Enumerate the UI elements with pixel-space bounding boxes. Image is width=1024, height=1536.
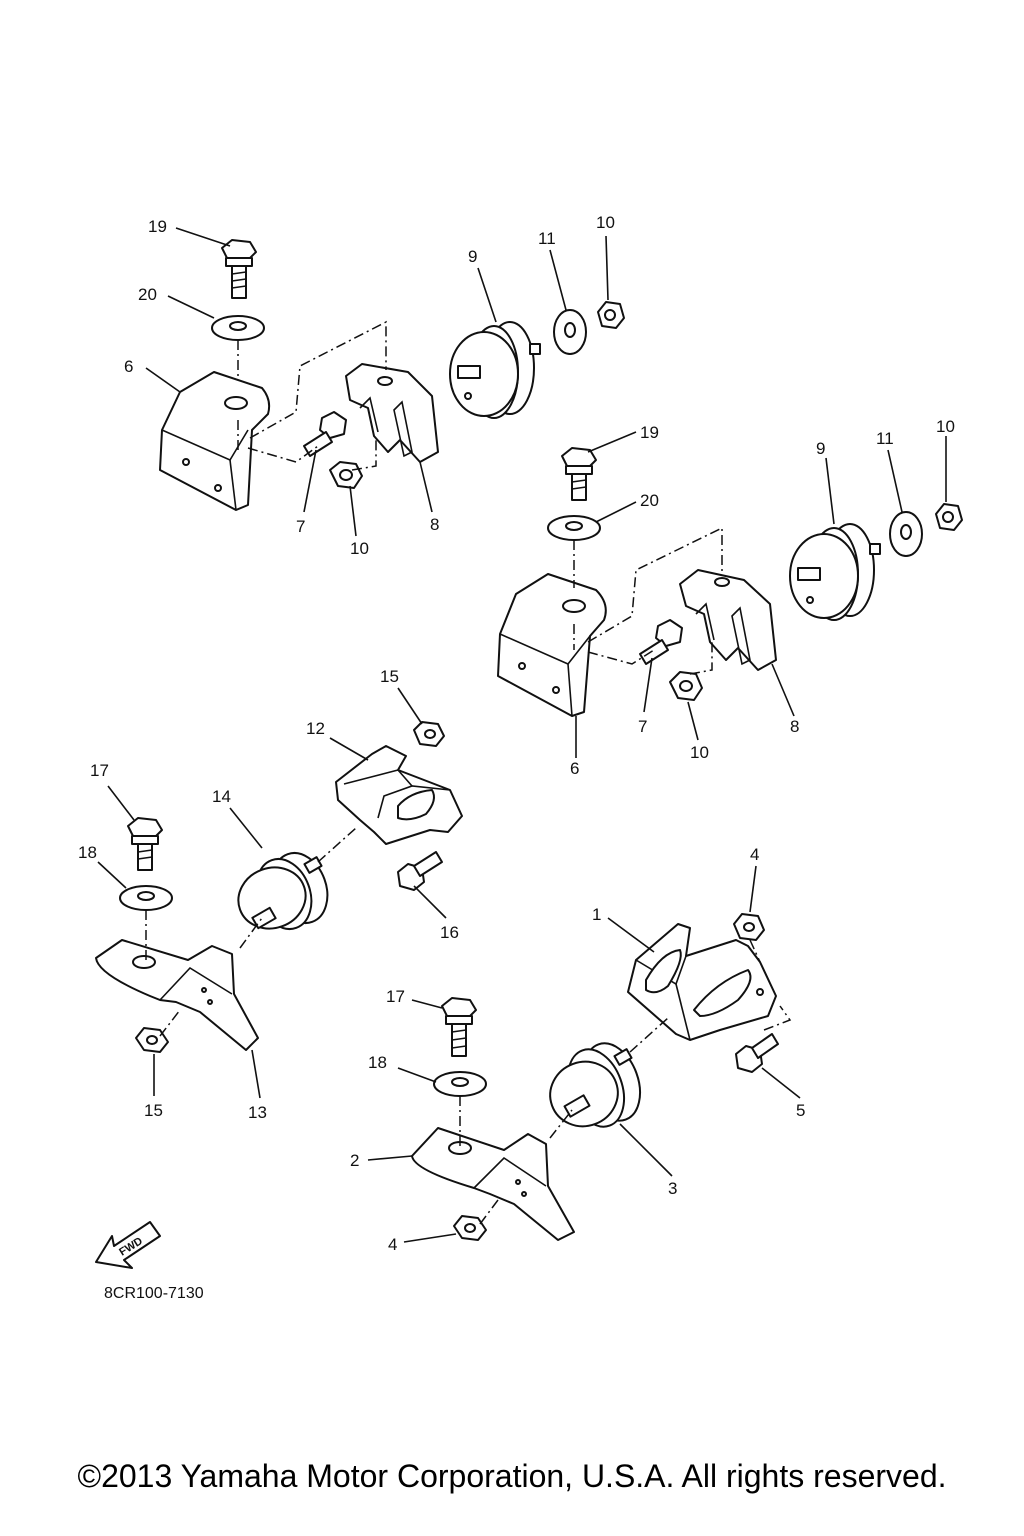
callout-18-left: 18 — [78, 843, 97, 862]
callout-19-upper-left: 19 — [148, 217, 167, 236]
nut-10-upper-left-lower — [329, 461, 363, 489]
callout-12: 12 — [306, 719, 325, 738]
callout-11-upper-right: 11 — [876, 429, 894, 448]
callout-15-lower: 15 — [144, 1101, 163, 1120]
bolt-17-left — [127, 817, 163, 871]
bracket-6-upper-left — [159, 371, 271, 511]
callout-17-right: 17 — [386, 987, 405, 1006]
callout-15-upper: 15 — [380, 667, 399, 686]
assembly-lower-left — [95, 721, 463, 1053]
rubber-mount-3 — [549, 1042, 642, 1128]
washer-18-right — [433, 1071, 487, 1097]
bracket-2 — [411, 1127, 575, 1241]
assembly-upper-right — [497, 447, 963, 717]
assembly-upper-left — [159, 239, 625, 511]
callout-18-right: 18 — [368, 1053, 387, 1072]
callout-6-upper-right: 6 — [570, 759, 579, 778]
callout-4-lower: 4 — [388, 1235, 397, 1254]
callout-6-upper-left: 6 — [124, 357, 133, 376]
callout-2: 2 — [350, 1151, 359, 1170]
bolt-7-upper-right — [639, 619, 683, 665]
callout-9-upper-left: 9 — [468, 247, 477, 266]
callout-9-upper-right: 9 — [816, 439, 825, 458]
nut-4-lower — [453, 1215, 487, 1241]
nut-10-upper-right-lower — [669, 671, 703, 701]
callout-16: 16 — [440, 923, 459, 942]
callout-20-upper-left: 20 — [138, 285, 157, 304]
washer-20-upper-left — [211, 315, 265, 341]
bolt-19-upper-right — [561, 447, 597, 501]
washer-18-left — [119, 885, 173, 911]
nut-4-upper — [733, 913, 765, 941]
callout-4-upper: 4 — [750, 845, 759, 864]
washer-11-upper-left — [553, 309, 587, 355]
rubber-mount-14 — [237, 852, 329, 930]
bracket-8-upper-right — [679, 569, 777, 671]
bracket-8-upper-left — [345, 363, 439, 463]
callout-19-upper-right: 19 — [640, 423, 659, 442]
bracket-13 — [95, 939, 259, 1051]
callout-8-upper-left: 8 — [430, 515, 439, 534]
nut-10-upper-left-upper — [597, 301, 625, 329]
callout-1: 1 — [592, 905, 601, 924]
callout-10-upper-right-lower: 10 — [690, 743, 709, 762]
assembly-lower-right — [411, 913, 792, 1241]
callout-10-upper-right-upper: 10 — [936, 417, 955, 436]
callout-5: 5 — [796, 1101, 805, 1120]
rubber-mount-9-upper-right — [789, 523, 881, 621]
callout-14: 14 — [212, 787, 231, 806]
callout-10-upper-left-lower: 10 — [350, 539, 369, 558]
fwd-arrow-icon: FWD — [95, 1221, 161, 1269]
nut-15-lower — [135, 1027, 169, 1053]
washer-20-upper-right — [547, 515, 601, 541]
callout-13: 13 — [248, 1103, 267, 1122]
callout-7-upper-left: 7 — [296, 517, 305, 536]
callout-labels: 19 20 6 7 10 8 9 11 10 19 20 9 11 10 7 1… — [78, 213, 955, 1254]
bolt-17-right — [441, 997, 477, 1057]
bolt-7-upper-left — [303, 411, 347, 457]
callout-8-upper-right: 8 — [790, 717, 799, 736]
rubber-mount-9-upper-left — [449, 321, 541, 419]
bolt-5 — [735, 1033, 779, 1073]
leader-lines — [97, 227, 947, 1243]
nut-15-upper — [413, 721, 445, 747]
callout-7-upper-right: 7 — [638, 717, 647, 736]
nut-10-upper-right-upper — [935, 503, 963, 531]
callout-3: 3 — [668, 1179, 677, 1198]
callout-17-left: 17 — [90, 761, 109, 780]
callout-10-upper-left-upper: 10 — [596, 213, 615, 232]
bracket-1 — [627, 923, 777, 1041]
callout-20-upper-right: 20 — [640, 491, 659, 510]
bolt-16 — [397, 851, 443, 891]
washer-11-upper-right — [889, 511, 923, 557]
copyright-notice: ©2013 Yamaha Motor Corporation, U.S.A. A… — [77, 1458, 947, 1494]
bracket-6-upper-right — [497, 573, 607, 717]
callout-11-upper-left: 11 — [538, 229, 556, 248]
bracket-12 — [335, 745, 463, 845]
bolt-19-upper-left — [221, 239, 257, 299]
diagram-code: 8CR100-7130 — [104, 1285, 204, 1302]
